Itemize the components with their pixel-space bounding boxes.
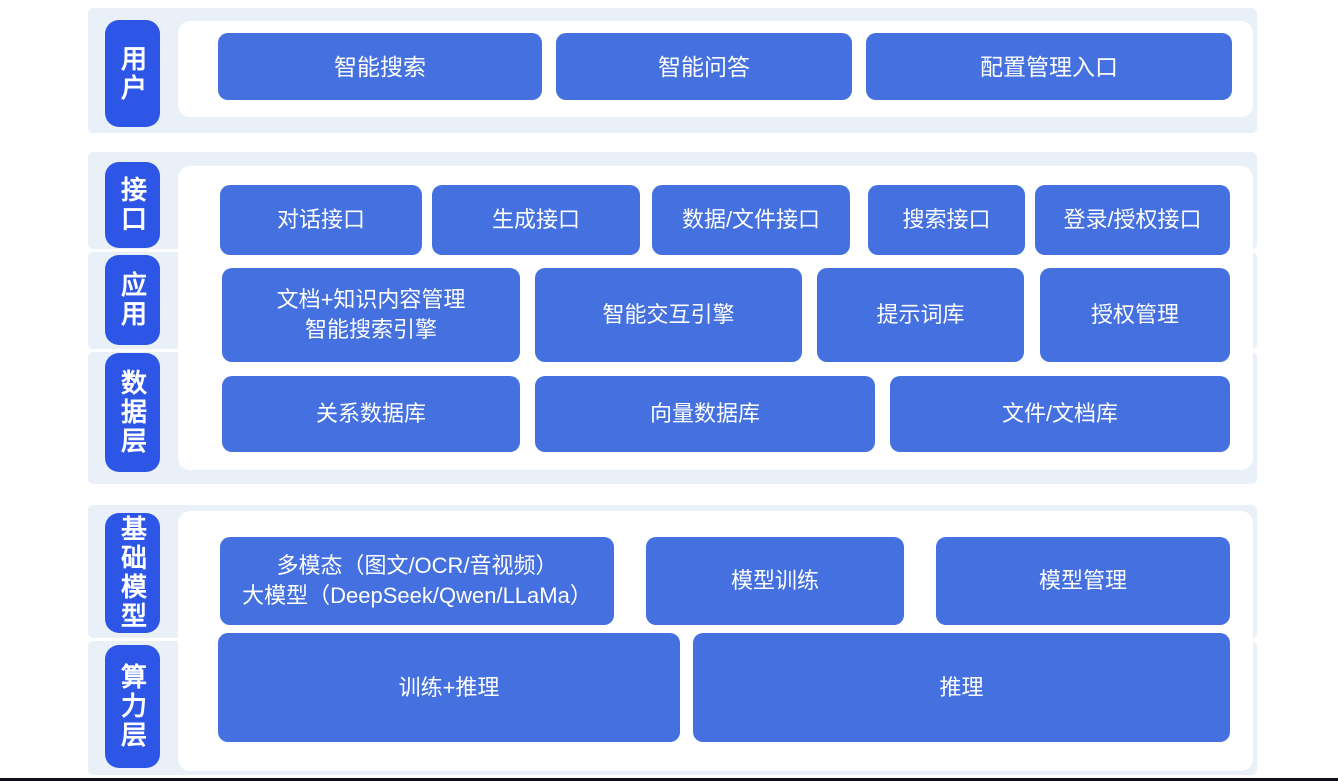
layer-label-data: 数据层 — [105, 353, 160, 472]
node-inference: 推理 — [693, 633, 1230, 742]
layer-label-compute: 算力层 — [105, 645, 160, 768]
layer-label-application: 应用 — [105, 255, 160, 345]
node-line: 智能搜索引擎 — [304, 317, 437, 342]
node-file-doc-store: 文件/文档库 — [890, 376, 1230, 452]
node-search-api: 搜索接口 — [868, 185, 1025, 255]
node-prompt-library: 提示词库 — [817, 268, 1024, 362]
layer-label-interface: 接口 — [105, 162, 160, 248]
node-model-management: 模型管理 — [936, 537, 1230, 625]
middle-layers-panel: 对话接口 生成接口 数据/文件接口 搜索接口 登录/授权接口 文档+知识内容管理… — [178, 166, 1253, 470]
node-training-inference: 训练+推理 — [218, 633, 680, 742]
node-smart-qa: 智能问答 — [556, 33, 852, 100]
node-line: 文档+知识内容管理 — [276, 287, 466, 312]
node-smart-search: 智能搜索 — [218, 33, 542, 100]
node-auth-management: 授权管理 — [1040, 268, 1230, 362]
bottom-edge-line — [0, 778, 1338, 781]
node-data-file-api: 数据/文件接口 — [652, 185, 850, 255]
layer-label-foundation-model: 基础模型 — [105, 513, 160, 633]
layer-label-user: 用户 — [105, 20, 160, 127]
bottom-layers-panel: 多模态（图文/OCR/音视频） 大模型（DeepSeek/Qwen/LLaMa）… — [178, 511, 1253, 771]
node-line: 多模态（图文/OCR/音视频） — [276, 553, 558, 578]
node-generation-api: 生成接口 — [432, 185, 640, 255]
node-login-auth-api: 登录/授权接口 — [1035, 185, 1230, 255]
node-line: 大模型（DeepSeek/Qwen/LLaMa） — [242, 583, 592, 608]
node-relational-db: 关系数据库 — [222, 376, 520, 452]
node-interaction-engine: 智能交互引擎 — [535, 268, 802, 362]
node-doc-knowledge-search-engine: 文档+知识内容管理 智能搜索引擎 — [222, 268, 520, 362]
node-config-management-entry: 配置管理入口 — [866, 33, 1232, 100]
node-multimodal-llm: 多模态（图文/OCR/音视频） 大模型（DeepSeek/Qwen/LLaMa） — [220, 537, 614, 625]
node-vector-db: 向量数据库 — [535, 376, 875, 452]
node-model-training: 模型训练 — [646, 537, 904, 625]
node-dialog-api: 对话接口 — [220, 185, 422, 255]
user-layer-panel: 智能搜索 智能问答 配置管理入口 — [178, 21, 1253, 117]
